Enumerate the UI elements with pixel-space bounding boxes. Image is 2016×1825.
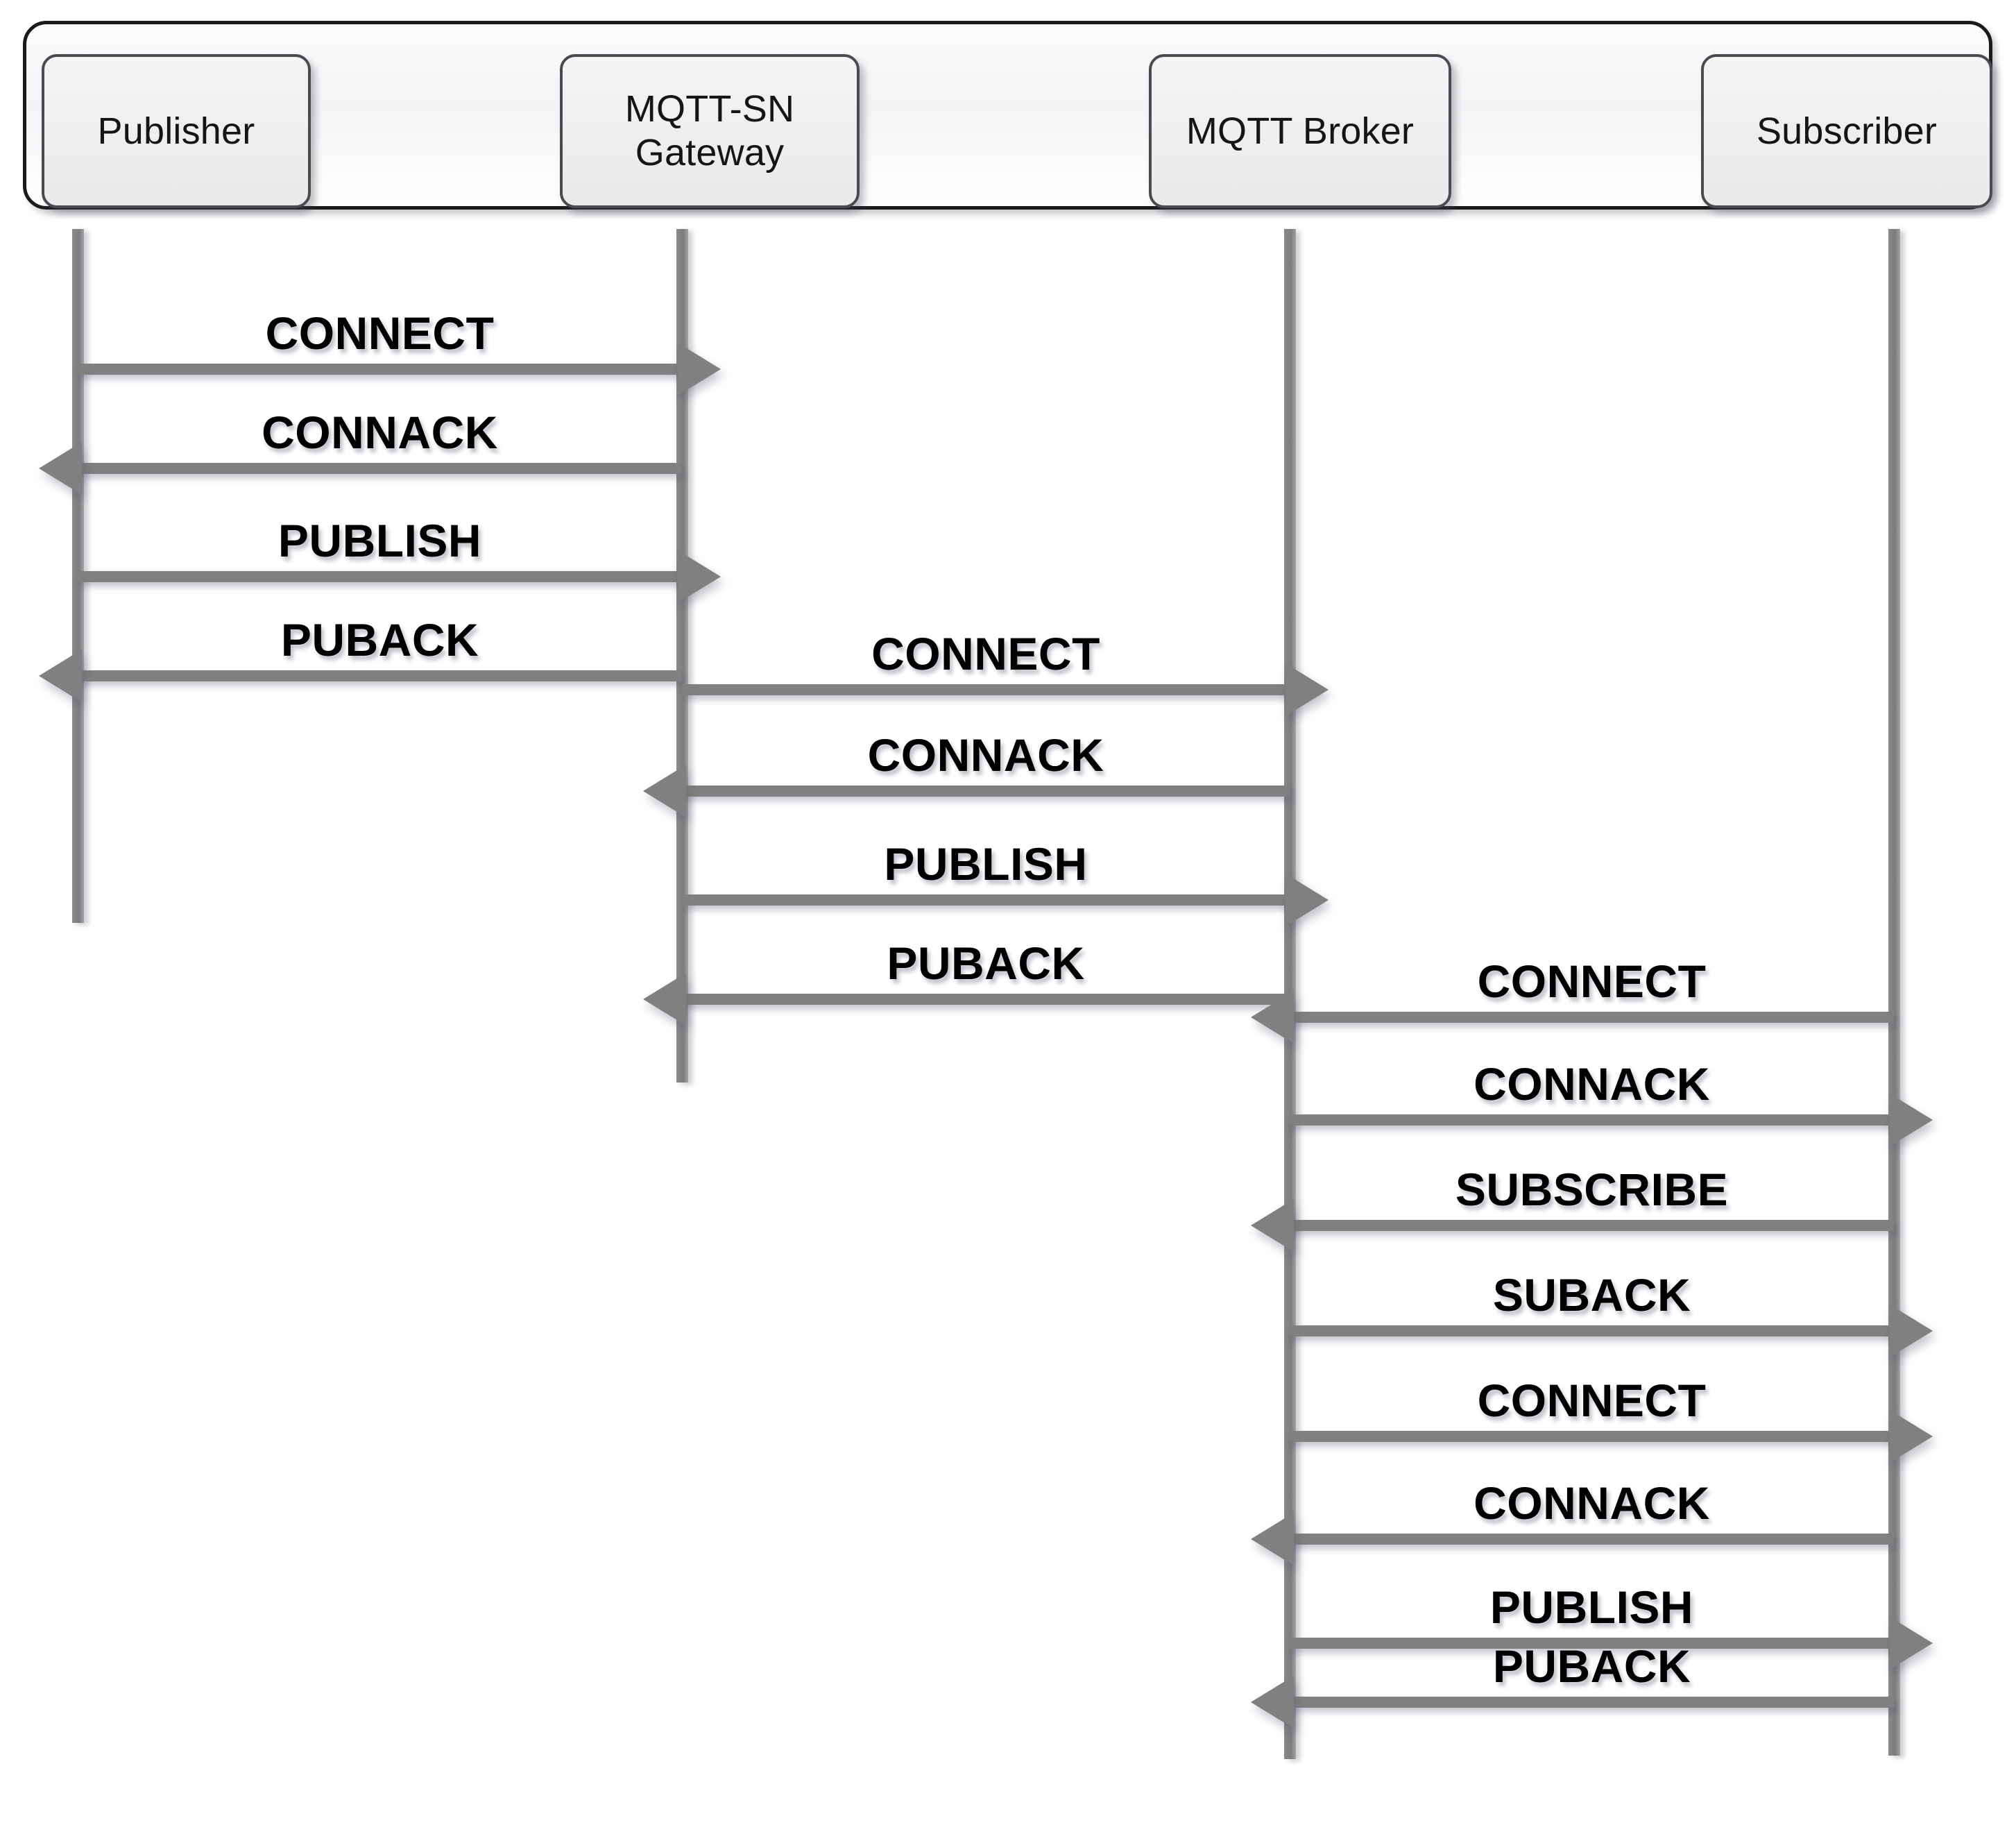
message-shaft bbox=[1290, 1325, 1894, 1336]
lifeline-gateway bbox=[676, 229, 688, 1083]
participants-frame bbox=[23, 21, 1992, 210]
arrowhead-right-icon bbox=[1285, 874, 1329, 926]
message-label: CONNECT bbox=[1477, 956, 1707, 1007]
message-label: PUBACK bbox=[887, 937, 1085, 989]
arrowhead-right-icon bbox=[1890, 1305, 1933, 1357]
message-shaft bbox=[682, 684, 1290, 695]
message-shaft bbox=[1290, 1431, 1894, 1442]
message-label: CONNECT bbox=[871, 628, 1100, 679]
message-1-connect[interactable]: CONNECT bbox=[78, 307, 721, 396]
message-shaft bbox=[682, 786, 1290, 797]
message-shaft bbox=[78, 463, 682, 474]
participant-box-broker[interactable]: MQTT Broker bbox=[1149, 54, 1451, 208]
message-8-puback[interactable]: PUBACK bbox=[643, 937, 1290, 1026]
message-label: SUBSCRIBE bbox=[1455, 1164, 1729, 1215]
message-shaft bbox=[1290, 1114, 1894, 1126]
message-label: PUBLISH bbox=[1489, 1581, 1694, 1633]
message-10-connack[interactable]: CONNACK bbox=[1290, 1058, 1933, 1146]
arrowhead-right-icon bbox=[678, 343, 721, 396]
lifeline-subscriber bbox=[1888, 229, 1900, 1756]
message-shaft bbox=[1290, 1534, 1894, 1545]
message-shaft bbox=[1290, 1220, 1894, 1231]
message-label: CONNECT bbox=[1477, 1375, 1707, 1426]
message-16-puback[interactable]: PUBACK bbox=[1251, 1640, 1894, 1729]
message-shaft bbox=[682, 894, 1290, 906]
message-shaft bbox=[1290, 1012, 1894, 1023]
message-13-connect[interactable]: CONNECT bbox=[1290, 1375, 1933, 1463]
message-label: CONNACK bbox=[1473, 1058, 1710, 1110]
arrowhead-left-icon bbox=[1251, 1513, 1294, 1565]
message-label: PUBLISH bbox=[277, 515, 482, 566]
arrowhead-right-icon bbox=[1285, 663, 1329, 716]
message-label: CONNACK bbox=[1473, 1477, 1710, 1529]
message-label: PUBACK bbox=[1492, 1640, 1691, 1692]
arrowhead-left-icon bbox=[39, 650, 82, 702]
arrowhead-right-icon bbox=[1890, 1094, 1933, 1146]
arrowhead-left-icon bbox=[1251, 1676, 1294, 1729]
message-12-suback[interactable]: SUBACK bbox=[1290, 1269, 1933, 1357]
message-6-connack[interactable]: CONNACK bbox=[643, 729, 1290, 817]
arrowhead-left-icon bbox=[643, 765, 686, 817]
participant-label-gateway: MQTT-SN Gateway bbox=[624, 88, 795, 173]
message-label: CONNACK bbox=[867, 729, 1104, 781]
message-shaft bbox=[78, 364, 682, 375]
message-5-connect[interactable]: CONNECT bbox=[682, 628, 1329, 716]
message-shaft bbox=[682, 994, 1290, 1005]
arrowhead-left-icon bbox=[1251, 1199, 1294, 1252]
message-label: SUBACK bbox=[1492, 1269, 1691, 1321]
message-label: PUBLISH bbox=[884, 838, 1088, 890]
message-14-connack[interactable]: CONNACK bbox=[1251, 1477, 1894, 1565]
message-label: PUBACK bbox=[280, 614, 479, 665]
message-9-connect[interactable]: CONNECT bbox=[1251, 956, 1894, 1044]
arrowhead-left-icon bbox=[1251, 991, 1294, 1044]
message-2-connack[interactable]: CONNACK bbox=[39, 407, 682, 495]
message-shaft bbox=[1290, 1697, 1894, 1708]
participant-box-subscriber[interactable]: Subscriber bbox=[1701, 54, 1992, 208]
arrowhead-right-icon bbox=[1890, 1617, 1933, 1670]
message-7-publish[interactable]: PUBLISH bbox=[682, 838, 1329, 926]
arrowhead-right-icon bbox=[678, 550, 721, 603]
arrowhead-left-icon bbox=[643, 973, 686, 1026]
message-3-publish[interactable]: PUBLISH bbox=[78, 515, 721, 603]
participant-label-broker: MQTT Broker bbox=[1186, 110, 1415, 152]
message-label: CONNECT bbox=[265, 307, 495, 359]
participant-label-subscriber: Subscriber bbox=[1756, 110, 1938, 152]
participant-label-publisher: Publisher bbox=[97, 110, 255, 152]
message-4-puback[interactable]: PUBACK bbox=[39, 614, 682, 702]
participant-box-publisher[interactable]: Publisher bbox=[42, 54, 311, 208]
message-shaft bbox=[1290, 1638, 1894, 1649]
participant-box-gateway[interactable]: MQTT-SN Gateway bbox=[560, 54, 860, 208]
message-shaft bbox=[78, 571, 682, 582]
arrowhead-left-icon bbox=[39, 442, 82, 495]
message-label: CONNACK bbox=[262, 407, 498, 458]
message-15-publish[interactable]: PUBLISH bbox=[1290, 1581, 1933, 1670]
arrowhead-right-icon bbox=[1890, 1410, 1933, 1463]
message-11-subscribe[interactable]: SUBSCRIBE bbox=[1251, 1164, 1894, 1252]
message-shaft bbox=[78, 670, 682, 681]
